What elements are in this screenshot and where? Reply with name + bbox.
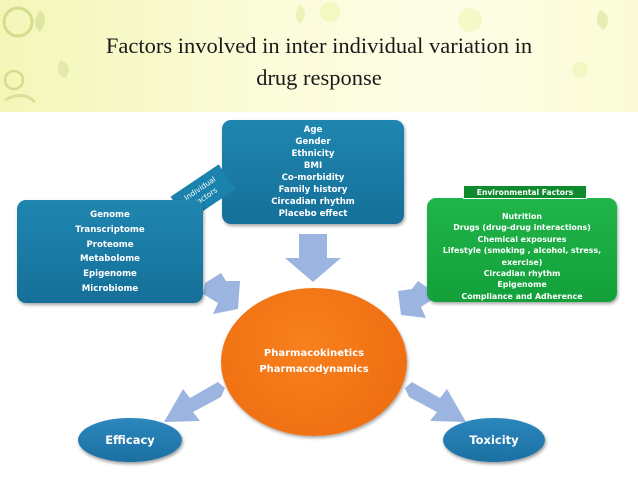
env-drugs: Drugs (drug-drug interactions) (453, 223, 591, 233)
factor-epigenome: Epigenome (83, 269, 137, 280)
env-circadian-rhythm: Circadian rhythm (483, 269, 561, 279)
factor-comorbidity: Co-morbidity (281, 173, 345, 183)
factor-transcriptome: Transcriptome (75, 224, 145, 235)
factor-circadian-rhythm: Circadian rhythm (271, 197, 355, 207)
factor-microbiome: Microbiome (81, 283, 139, 294)
env-epigenome: Epigenome (497, 280, 547, 290)
arrow-left-to-center (203, 273, 240, 314)
pk-pd-circle: Pharmacokinetics Pharmacodynamics (221, 288, 407, 436)
env-lifestyle: Lifestyle (smoking , alcohol, stress, (442, 246, 602, 256)
center-pharmacodynamics: Pharmacodynamics (259, 364, 369, 375)
factor-age: Age (303, 125, 323, 135)
center-pharmacokinetics: Pharmacokinetics (263, 348, 365, 359)
arrow-center-to-efficacy (164, 382, 225, 422)
env-chemical-exposures: Chemical exposures (477, 234, 567, 244)
env-nutrition: Nutrition (501, 212, 543, 221)
env-lifestyle-cont: exercise) (501, 257, 543, 267)
factor-genome: Genome (90, 210, 130, 220)
environmental-factors-box: Environmental Factors Nutrition Drugs (d… (427, 185, 617, 302)
factor-proteome: Proteome (86, 239, 134, 250)
slide-title: Factors involved in inter individual var… (0, 30, 638, 94)
toxicity-outcome: Toxicity (443, 418, 545, 462)
arrow-center-to-toxicity (405, 382, 466, 422)
title-line-2: drug response (256, 65, 382, 90)
efficacy-outcome: Efficacy (78, 418, 182, 462)
factor-gender: Gender (295, 137, 331, 147)
omics-factors-box: Genome Transcriptome Proteome Metabolome… (17, 200, 203, 303)
title-line-1: Factors involved in inter individual var… (105, 33, 533, 58)
factor-placebo-effect: Placebo effect (278, 209, 348, 219)
factor-metabolome: Metabolome (80, 254, 140, 265)
factor-bmi: BMI (303, 161, 323, 171)
individual-factors-box: Age Gender Ethnicity BMI Co-morbidity Fa… (222, 120, 404, 224)
factor-ethnicity: Ethnicity (291, 149, 335, 159)
factor-family-history: Family history (278, 185, 348, 195)
arrow-top-to-center (285, 234, 341, 282)
floral-decoration (2, 2, 609, 104)
env-compliance: Compliance and Adherence (461, 291, 583, 301)
slide-header: Factors involved in inter individual var… (0, 0, 638, 112)
arrow-right-to-center (398, 281, 433, 318)
environmental-factors-label: Environmental Factors (463, 185, 587, 199)
